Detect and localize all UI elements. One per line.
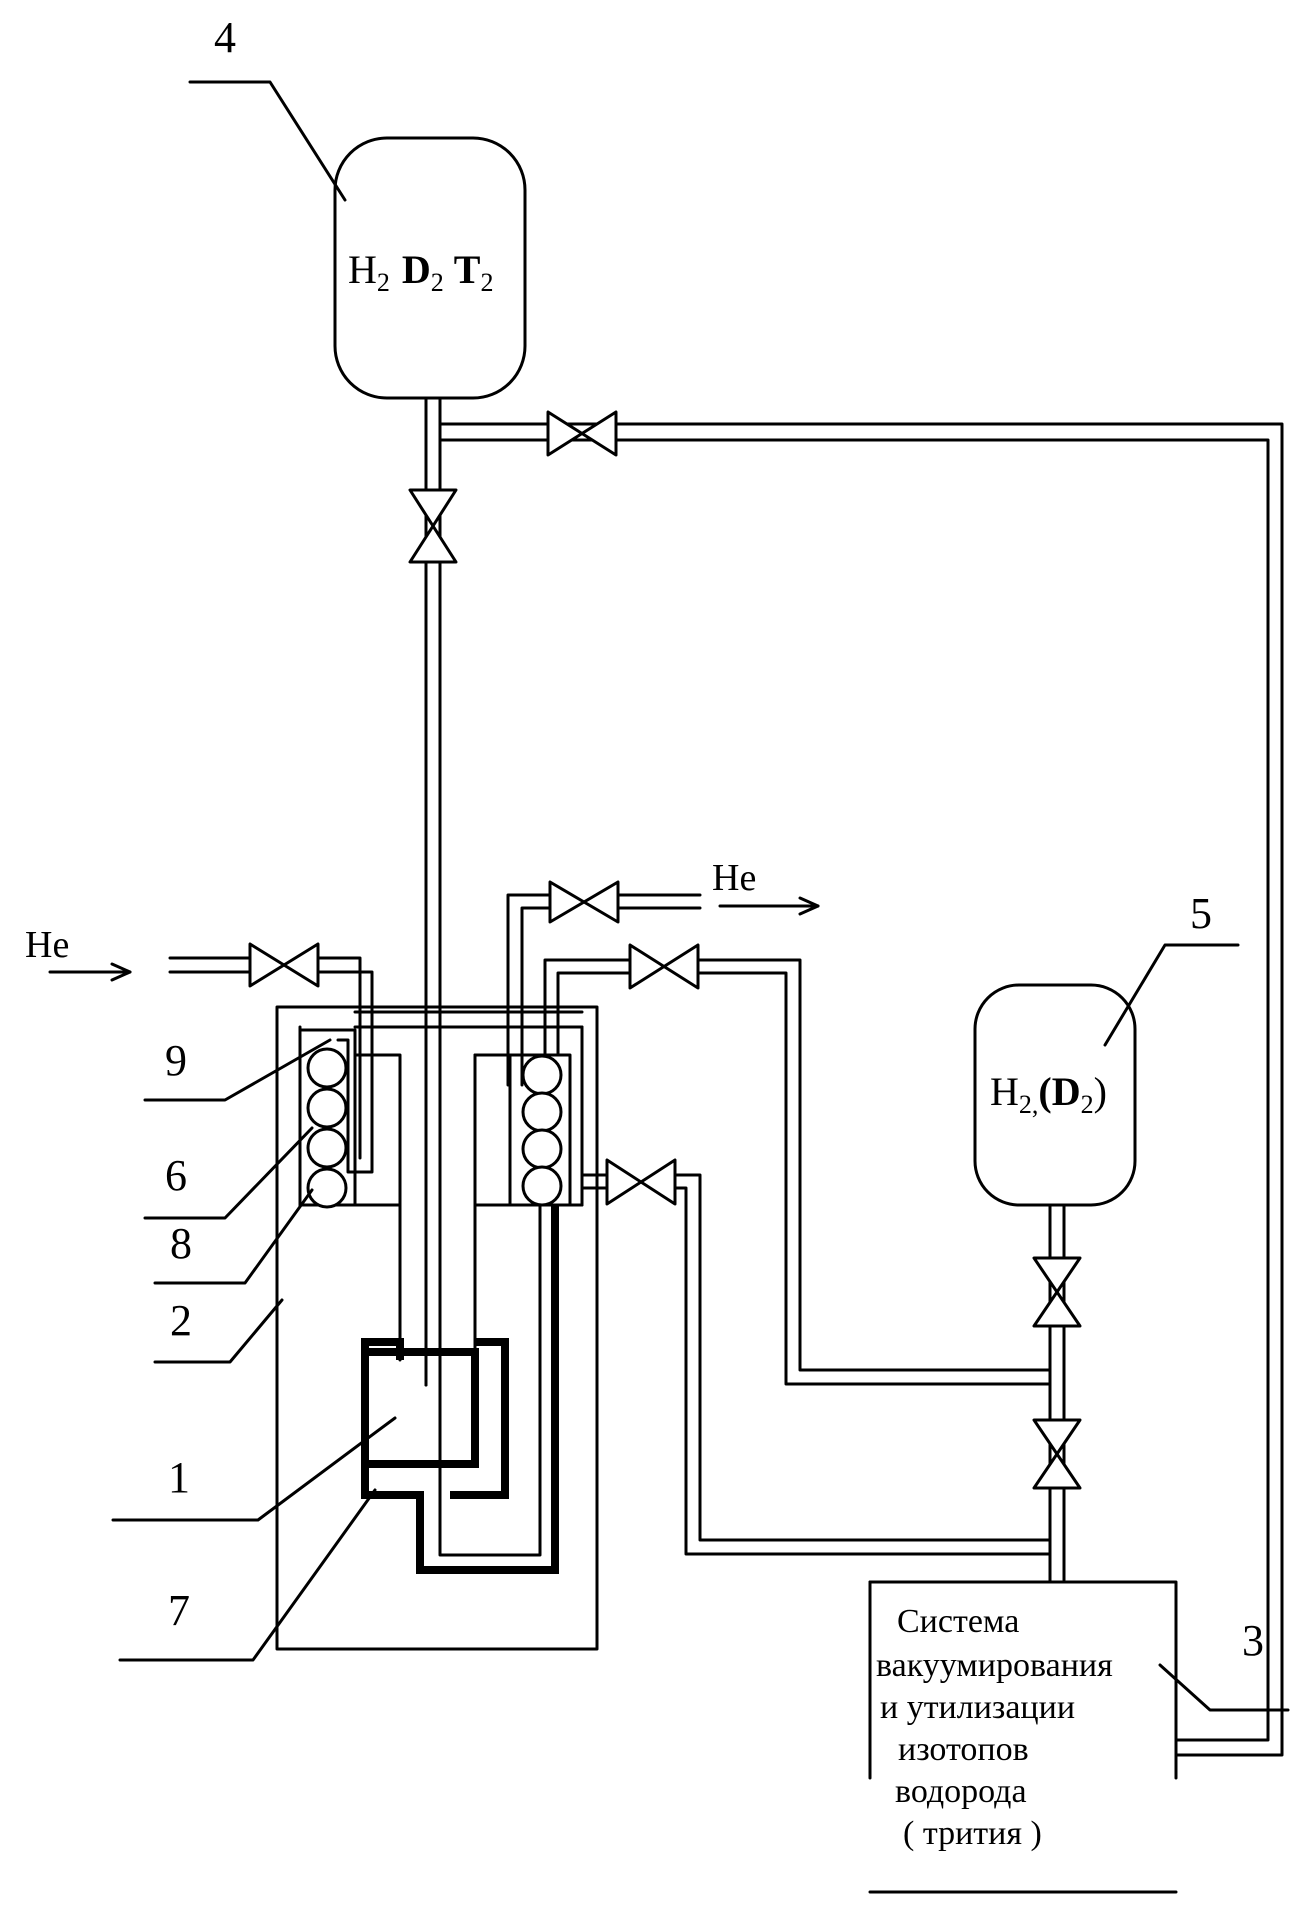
valve-he-inlet[interactable] — [250, 944, 318, 986]
valve-vacuum-return[interactable] — [607, 1160, 675, 1204]
tank-5: H2,(D2) — [975, 985, 1135, 1205]
label-4-text: 4 — [214, 13, 236, 62]
left-coil-housing — [300, 958, 372, 1207]
label-2: 2 — [155, 1296, 282, 1362]
chamber-1 — [365, 1352, 475, 1464]
system-label-line4: изотопов — [898, 1731, 1029, 1768]
coil-ring-left — [308, 1169, 346, 1207]
coil-ring-right — [523, 1093, 561, 1131]
label-4: 4 — [190, 13, 345, 200]
label-1-text: 1 — [168, 1453, 190, 1502]
h2-feed-line — [698, 960, 1050, 1384]
he-inlet-label: He — [25, 924, 69, 966]
valve-tank5-lower[interactable] — [1034, 1420, 1080, 1488]
he-outlet: He — [618, 857, 818, 914]
vacuum-system-3: Система вакуумирования и утилизации изот… — [870, 1582, 1176, 1892]
right-coil-housing — [508, 895, 630, 1205]
label-6: 6 — [145, 1128, 312, 1218]
system-label-line6: ( трития ) — [903, 1815, 1042, 1852]
label-7: 7 — [120, 1490, 375, 1660]
coil-ring-left — [308, 1049, 346, 1087]
valve-h2-feed[interactable] — [630, 945, 698, 988]
he-inlet-to-coil — [318, 958, 352, 972]
tank-5-formula: H2,(D2) — [990, 1069, 1107, 1119]
label-8-text: 8 — [170, 1219, 192, 1268]
he-outlet-label: He — [712, 857, 756, 899]
system-label-line3: и утилизации — [880, 1689, 1075, 1726]
tank-4-formula: H2D2T2 — [348, 247, 493, 297]
valve-main-tube[interactable] — [410, 490, 456, 562]
coil-ring-right — [523, 1056, 561, 1094]
tank-4: H2D2T2 — [335, 138, 525, 398]
he-inlet: He — [25, 924, 250, 980]
coil-ring-right — [523, 1167, 561, 1205]
coil-ring-right — [523, 1130, 561, 1168]
valve-tank4-branch[interactable] — [548, 412, 616, 455]
label-3-text: 3 — [1242, 1616, 1264, 1665]
system-label-line2: вакуумирования — [876, 1647, 1113, 1684]
label-6-text: 6 — [165, 1151, 187, 1200]
label-8: 8 — [155, 1190, 312, 1283]
valve-tank5-upper[interactable] — [1034, 1258, 1080, 1326]
label-2-text: 2 — [170, 1296, 192, 1345]
label-9: 9 — [145, 1036, 330, 1100]
system-label-line1: Система — [897, 1603, 1019, 1640]
valve-he-outlet[interactable] — [550, 882, 618, 922]
coil-ring-left — [308, 1129, 346, 1167]
coil-ring-left — [308, 1089, 346, 1127]
label-1: 1 — [113, 1418, 395, 1520]
jacket-7 — [365, 1205, 555, 1570]
system-label-line5: водорода — [895, 1773, 1027, 1810]
label-9-text: 9 — [165, 1036, 187, 1085]
label-5: 5 — [1105, 889, 1238, 1045]
label-5-text: 5 — [1190, 889, 1212, 938]
label-7-text: 7 — [168, 1586, 190, 1635]
tank-4-branch-line — [440, 412, 1282, 1770]
vacuum-return-line — [582, 1175, 1050, 1580]
